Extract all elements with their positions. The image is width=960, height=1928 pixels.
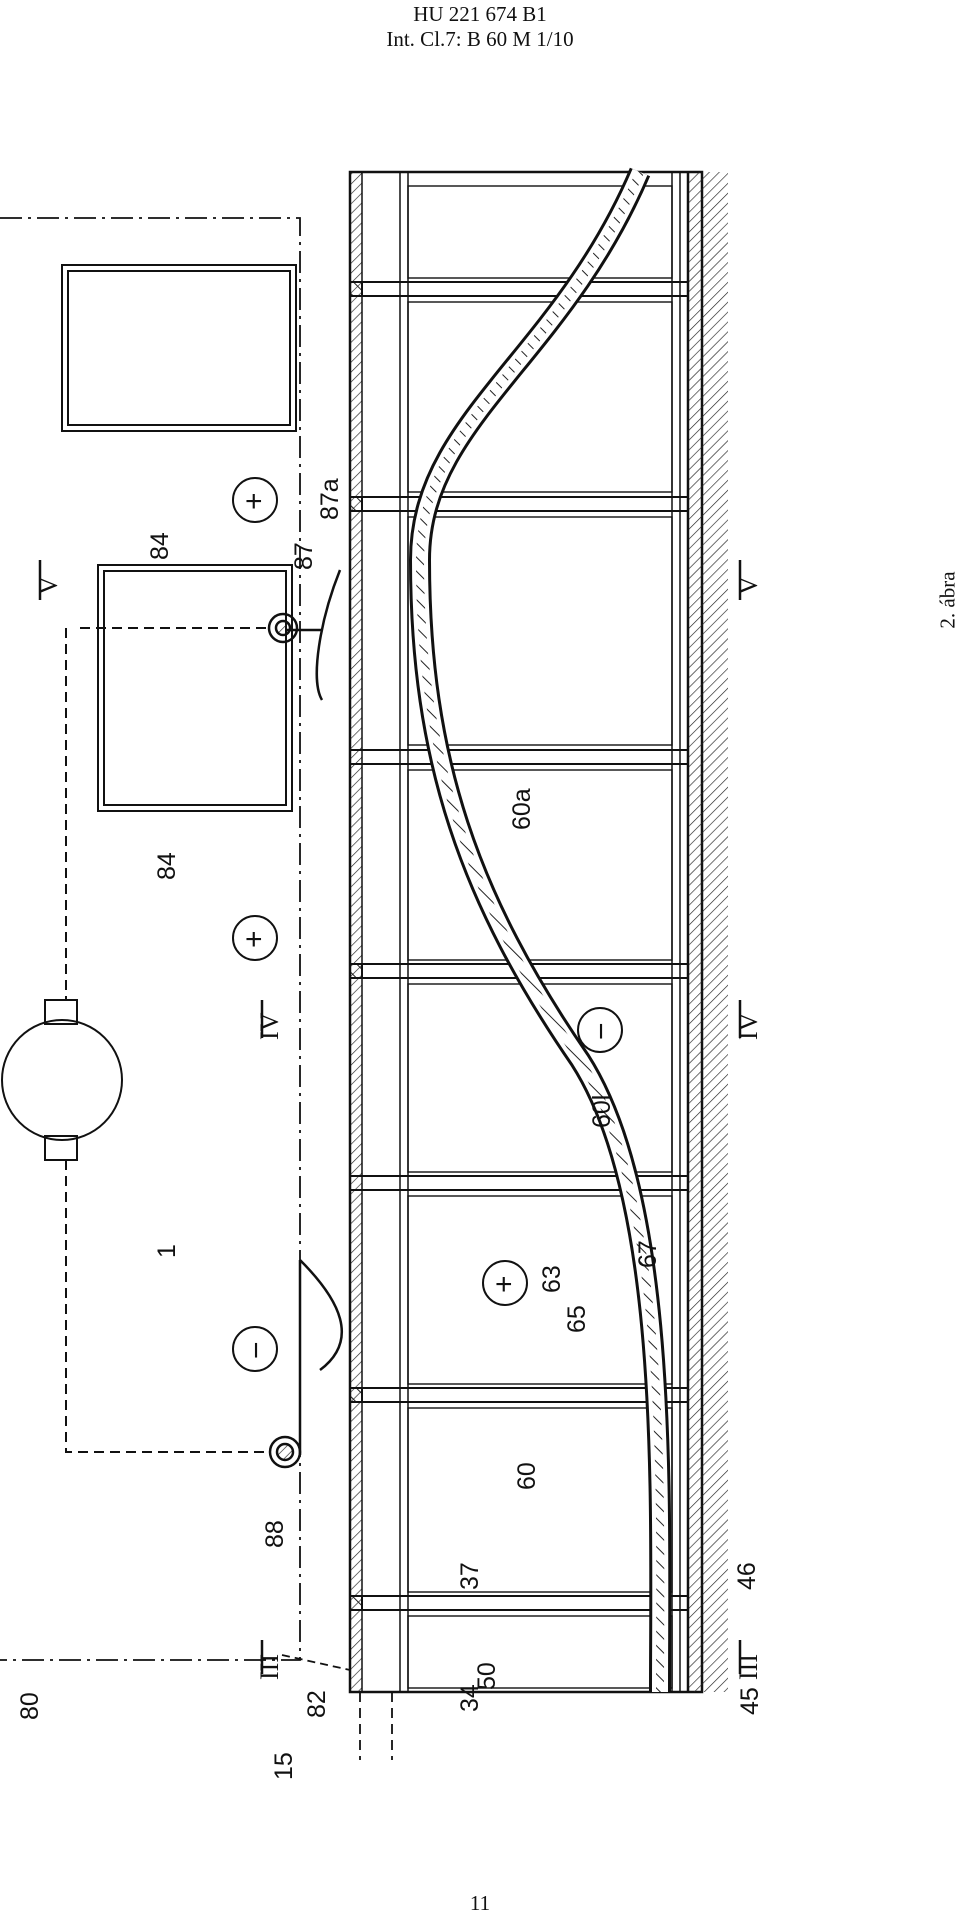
label-1: 1 [153, 1244, 181, 1258]
polarity-circles [232, 477, 623, 1372]
vehicle-outline [0, 217, 393, 1760]
plus-symbol: + [245, 923, 263, 956]
collectors [267, 569, 344, 1469]
figure-caption: 2. ábra [935, 571, 960, 629]
label-34: 34 [456, 1684, 484, 1712]
label-88: 88 [261, 1520, 289, 1548]
label-82: 82 [303, 1690, 331, 1718]
label-45: 45 [736, 1687, 764, 1715]
plus-symbol: + [245, 485, 263, 518]
label-87: 87 [290, 542, 318, 570]
label-15: 15 [270, 1752, 298, 1780]
label-67: 67 [634, 1240, 662, 1268]
label-63: 63 [538, 1265, 566, 1293]
page-number: 11 [469, 1891, 491, 1915]
classification: Int. Cl.7: B 60 M 1/10 [386, 27, 574, 51]
label-60: 60 [513, 1462, 541, 1490]
minus-symbol: − [585, 1022, 618, 1040]
label-87a: 87a [316, 478, 344, 520]
label-84: 84 [146, 532, 174, 560]
section-III: III [255, 1654, 284, 1680]
motor [1, 627, 270, 1453]
label-50: 50 [473, 1662, 501, 1690]
label-84: 84 [153, 852, 181, 880]
cells [407, 185, 673, 1689]
label-37: 37 [456, 1562, 484, 1590]
section-IV: IV [734, 1012, 763, 1040]
label-60l: 60l [588, 1095, 616, 1128]
section-markers [38, 560, 742, 1674]
label-65: 65 [563, 1305, 591, 1333]
reference-labels: 80 15 82 1 88 84 84 87 87a 60 60a 60l 63… [16, 478, 764, 1780]
label-46: 46 [733, 1562, 761, 1590]
minus-symbol: − [240, 1341, 273, 1359]
track-body [348, 170, 728, 1694]
patent-number: HU 221 674 B1 [413, 2, 547, 26]
section-III: III [734, 1654, 763, 1680]
label-80: 80 [16, 1692, 44, 1720]
section-V: V [34, 576, 63, 595]
section-V: V [734, 576, 763, 595]
label-60a: 60a [508, 788, 536, 830]
plus-symbol: + [495, 1268, 513, 1301]
section-IV: IV [255, 1012, 284, 1040]
batteries [61, 264, 297, 812]
conductor-rail [408, 167, 672, 1693]
